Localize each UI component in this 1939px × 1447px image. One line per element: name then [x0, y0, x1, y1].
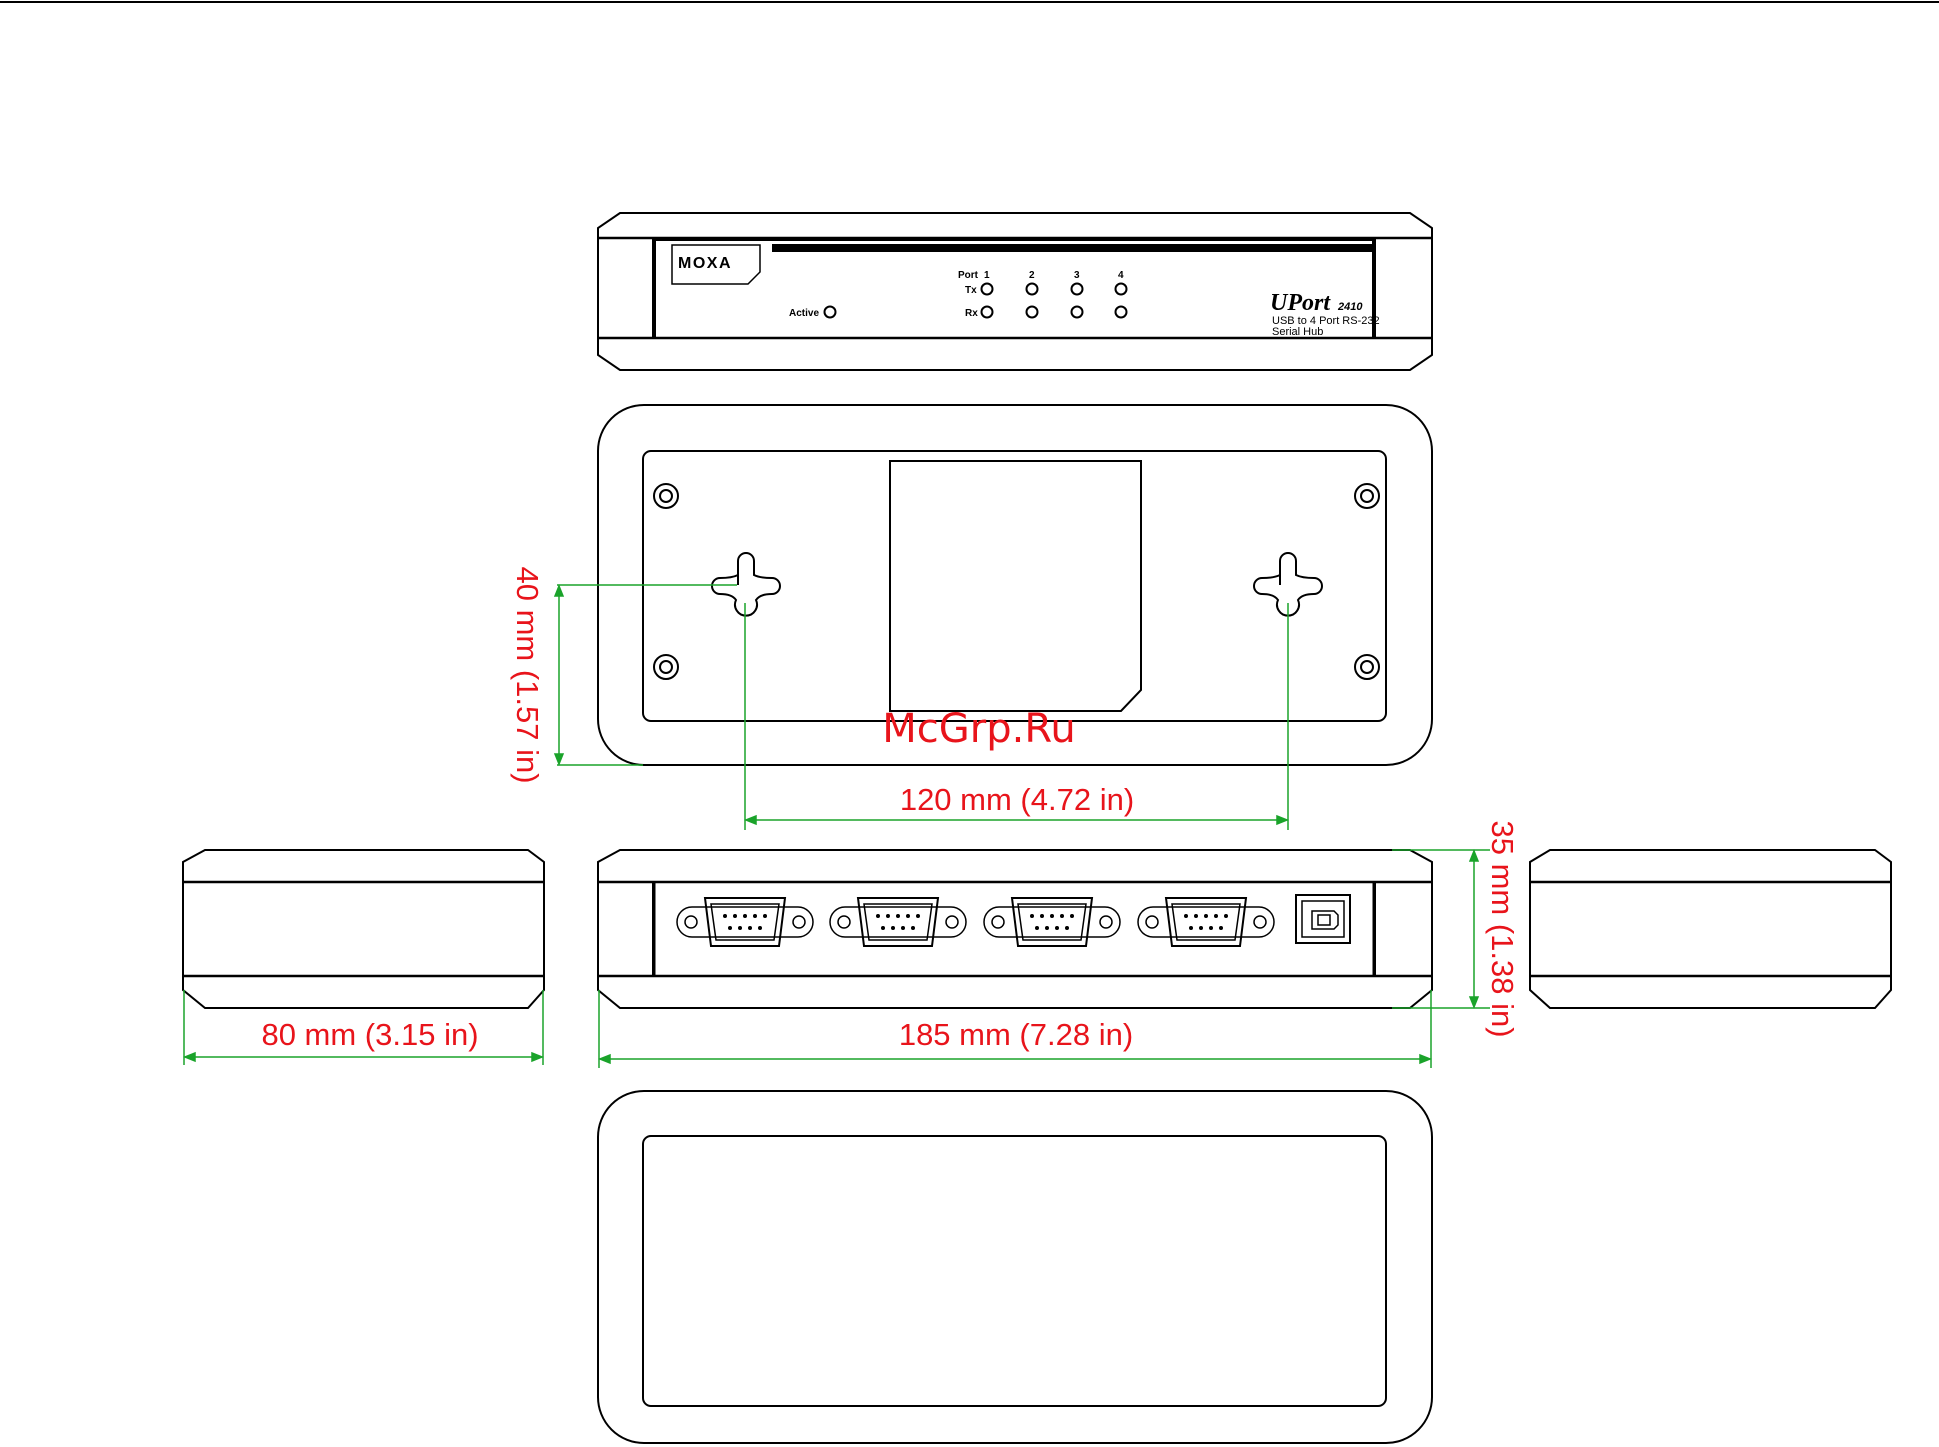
dimension-keyhole-height: 40 mm (1.57 in) [510, 566, 545, 783]
watermark-text: McGrp.Ru [882, 706, 1075, 752]
dimension-depth: 80 mm (3.15 in) [261, 1017, 478, 1052]
rear-view [598, 850, 1432, 1008]
product-name: UPort [1270, 290, 1331, 316]
dimension-width: 185 mm (7.28 in) [899, 1017, 1133, 1052]
tx-label: Tx [965, 285, 977, 296]
port-number-3: 3 [1074, 270, 1080, 281]
description-line-2: Serial Hub [1272, 326, 1323, 338]
port-label: Port [958, 270, 979, 281]
dimension-keyhole-spacing: 120 mm (4.72 in) [900, 782, 1134, 817]
right-side-view [1530, 850, 1891, 1008]
port-number-2: 2 [1029, 270, 1035, 281]
brand-logo: MOXA [678, 255, 732, 272]
port-number-1: 1 [984, 270, 990, 281]
rx-label: Rx [965, 308, 978, 319]
port-number-4: 4 [1118, 270, 1124, 281]
top-view [598, 1091, 1432, 1443]
dimension-height: 35 mm (1.38 in) [1485, 820, 1520, 1037]
model-number: 2410 [1337, 301, 1363, 313]
left-side-view [183, 850, 544, 1008]
active-label: Active [789, 308, 819, 319]
